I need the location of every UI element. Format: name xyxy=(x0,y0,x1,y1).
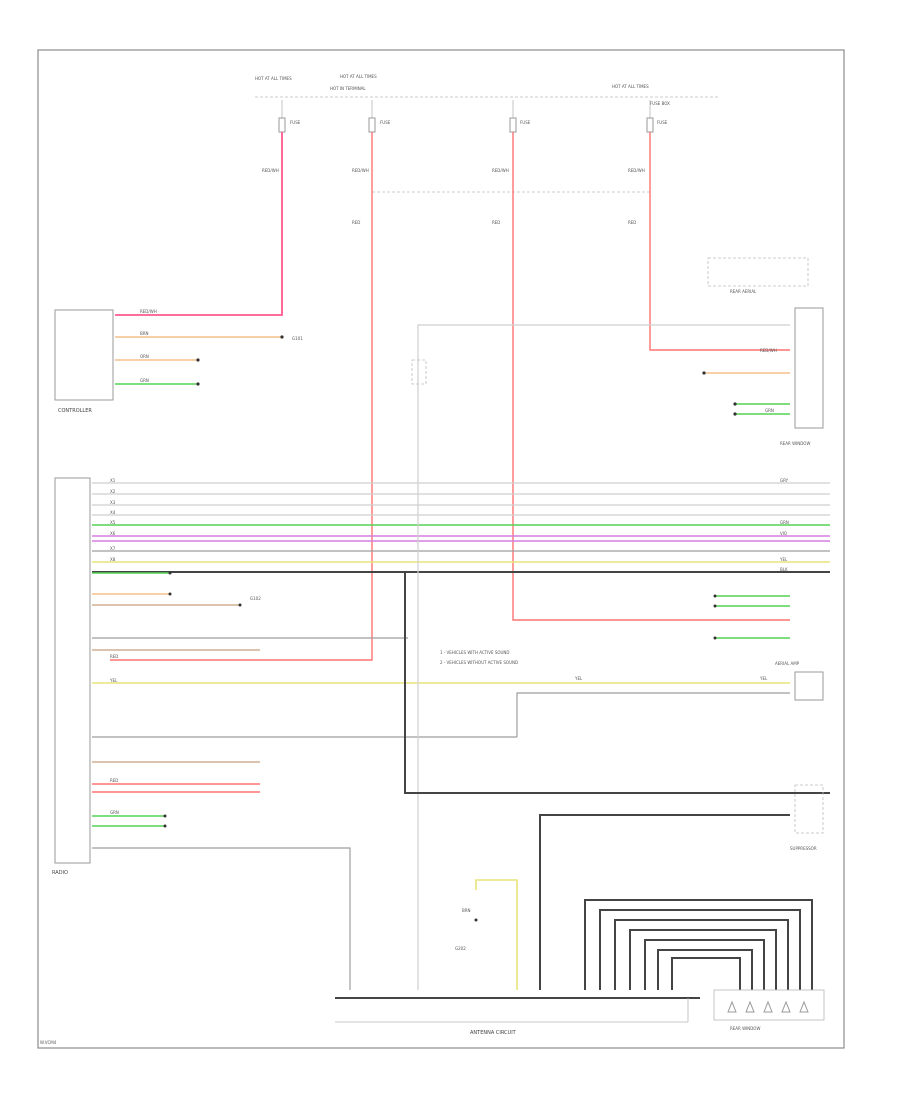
svg-text:YEL: YEL xyxy=(109,678,118,683)
radio-box xyxy=(54,477,91,864)
hot-label-mid: HOT AT ALL TIMES xyxy=(340,74,377,79)
svg-text:YEL: YEL xyxy=(759,676,768,681)
svg-text:BRN: BRN xyxy=(462,908,471,913)
svg-text:RED: RED xyxy=(492,220,500,225)
svg-text:G101: G101 xyxy=(292,336,303,341)
rear-aerial-dashed-box xyxy=(707,257,809,287)
svg-text:AERIAL AMP: AERIAL AMP xyxy=(775,661,800,666)
svg-text:X1: X1 xyxy=(110,478,116,483)
harness-loop xyxy=(404,572,830,794)
svg-text:REAR AERIAL: REAR AERIAL xyxy=(730,289,757,294)
svg-text:VIO: VIO xyxy=(780,531,787,536)
svg-text:X3: X3 xyxy=(110,500,116,505)
svg-text:RED/WH: RED/WH xyxy=(262,168,279,173)
small-dashed-component xyxy=(411,359,427,385)
hot-label-right: HOT AT ALL TIMES xyxy=(612,84,649,89)
svg-text:RED/WH: RED/WH xyxy=(628,168,645,173)
grey-vertical-wire xyxy=(417,324,790,990)
svg-text:GRN: GRN xyxy=(765,408,774,413)
red-feed-wire-4 xyxy=(649,132,790,351)
antenna-circuit-bus: ANTENNA CIRCUIT xyxy=(335,997,700,1036)
diagram-frame xyxy=(37,49,845,1049)
controller-label: CONTROLLER xyxy=(58,408,92,414)
svg-text:ORN: ORN xyxy=(140,354,149,359)
rear-window-harness-loops xyxy=(584,899,813,990)
svg-text:YEL: YEL xyxy=(574,676,583,681)
suppressor-box xyxy=(794,784,824,834)
rear-window-label: REAR WINDOW xyxy=(730,1026,760,1031)
antenna-circuit-label: ANTENNA CIRCUIT xyxy=(470,1030,517,1036)
svg-text:YEL: YEL xyxy=(779,557,788,562)
rear-aerial-box xyxy=(794,307,824,429)
svg-text:X8: X8 xyxy=(110,557,116,562)
svg-text:SUPPRESSOR: SUPPRESSOR xyxy=(790,846,817,851)
svg-text:FUSE: FUSE xyxy=(290,120,301,125)
pink-feed-wire xyxy=(115,132,283,316)
red-feed-wire-2 xyxy=(110,132,373,661)
svg-text:GRN: GRN xyxy=(140,378,149,383)
footer-code: W.VCM4 xyxy=(40,1040,57,1045)
svg-text:RED: RED xyxy=(352,220,360,225)
controller-module: CONTROLLER RED/WH BRN ORN GRN G101 xyxy=(54,309,303,414)
svg-text:RED/WH: RED/WH xyxy=(760,348,777,353)
svg-text:RED/WH: RED/WH xyxy=(492,168,509,173)
yellow-bottom-loop xyxy=(475,879,518,990)
fuse-1: FUSE xyxy=(278,100,301,133)
svg-text:X4: X4 xyxy=(110,510,116,515)
svg-text:RED: RED xyxy=(110,778,118,783)
svg-text:FUSE: FUSE xyxy=(380,120,391,125)
svg-text:FUSE: FUSE xyxy=(657,120,668,125)
fuse-2: FUSE xyxy=(368,100,391,133)
radio-label: RADIO xyxy=(52,870,68,876)
radio-module: RADIO xyxy=(52,477,91,876)
svg-text:BRN: BRN xyxy=(140,331,149,336)
svg-text:X7: X7 xyxy=(110,546,116,551)
hot-label-left: HOT AT ALL TIMES xyxy=(255,76,292,81)
hot-terminal-label: HOT IN TERMINAL xyxy=(330,86,366,91)
rear-window-grid: REAR WINDOW xyxy=(713,989,825,1031)
svg-text:G202: G202 xyxy=(455,946,466,951)
svg-text:X6: X6 xyxy=(110,531,116,536)
svg-text:RED: RED xyxy=(628,220,636,225)
fuse-3: FUSE xyxy=(509,100,531,133)
fuse-feed-group: HOT AT ALL TIMES HOT AT ALL TIMES HOT IN… xyxy=(255,74,720,225)
svg-text:GRN: GRN xyxy=(110,810,119,815)
bus-wires: X1 X2 X3 X4 X5 X6 X7 X8 GRY GRN VIO YEL … xyxy=(92,478,830,573)
note-1: 1 - VEHICLES WITH ACTIVE SOUND xyxy=(440,650,510,655)
suppressor-module: SUPPRESSOR xyxy=(539,784,824,990)
red-feed-wire-3 xyxy=(512,132,790,621)
svg-text:REAR WINDOW: REAR WINDOW xyxy=(780,441,810,446)
aerial-amp-module: AERIAL AMP YEL YEL xyxy=(404,572,830,794)
svg-text:X5: X5 xyxy=(110,520,116,525)
svg-text:RED/WH: RED/WH xyxy=(140,309,157,314)
svg-text:RED/WH: RED/WH xyxy=(352,168,369,173)
aerial-amp-box xyxy=(794,671,824,701)
svg-text:GRY: GRY xyxy=(780,478,789,483)
fuse-box-label: FUSE BOX xyxy=(650,101,670,106)
svg-text:X2: X2 xyxy=(110,489,116,494)
svg-text:FUSE: FUSE xyxy=(520,120,531,125)
radio-lower-wires: G102 RED YEL RED GRN xyxy=(92,571,790,990)
svg-text:BLK: BLK xyxy=(780,567,788,572)
svg-text:RED: RED xyxy=(110,654,118,659)
rear-aerial-module: REAR AERIAL REAR WINDOW RED/WH GRN xyxy=(702,257,824,446)
svg-text:GRN: GRN xyxy=(780,520,789,525)
note-2: 2 - VEHICLES WITHOUT ACTIVE SOUND xyxy=(440,660,518,665)
svg-text:G102: G102 xyxy=(250,596,261,601)
controller-box xyxy=(54,309,114,401)
